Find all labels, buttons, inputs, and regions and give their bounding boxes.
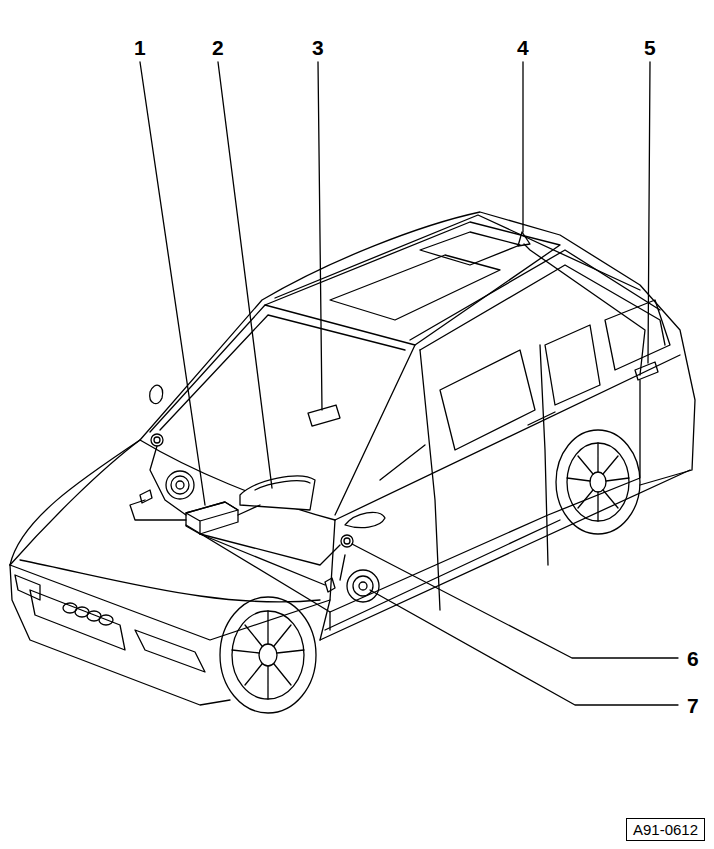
callout-number: 2	[212, 37, 224, 58]
callout-number: 1	[134, 37, 146, 58]
figure-code-box: A91-0612	[626, 818, 705, 841]
callout-number: 4	[517, 37, 529, 58]
callout-number: 6	[687, 648, 699, 669]
callout-number: 3	[312, 37, 324, 58]
callout-number: 7	[687, 695, 699, 716]
callout-number: 5	[644, 37, 656, 58]
figure-code: A91-0612	[633, 822, 698, 837]
